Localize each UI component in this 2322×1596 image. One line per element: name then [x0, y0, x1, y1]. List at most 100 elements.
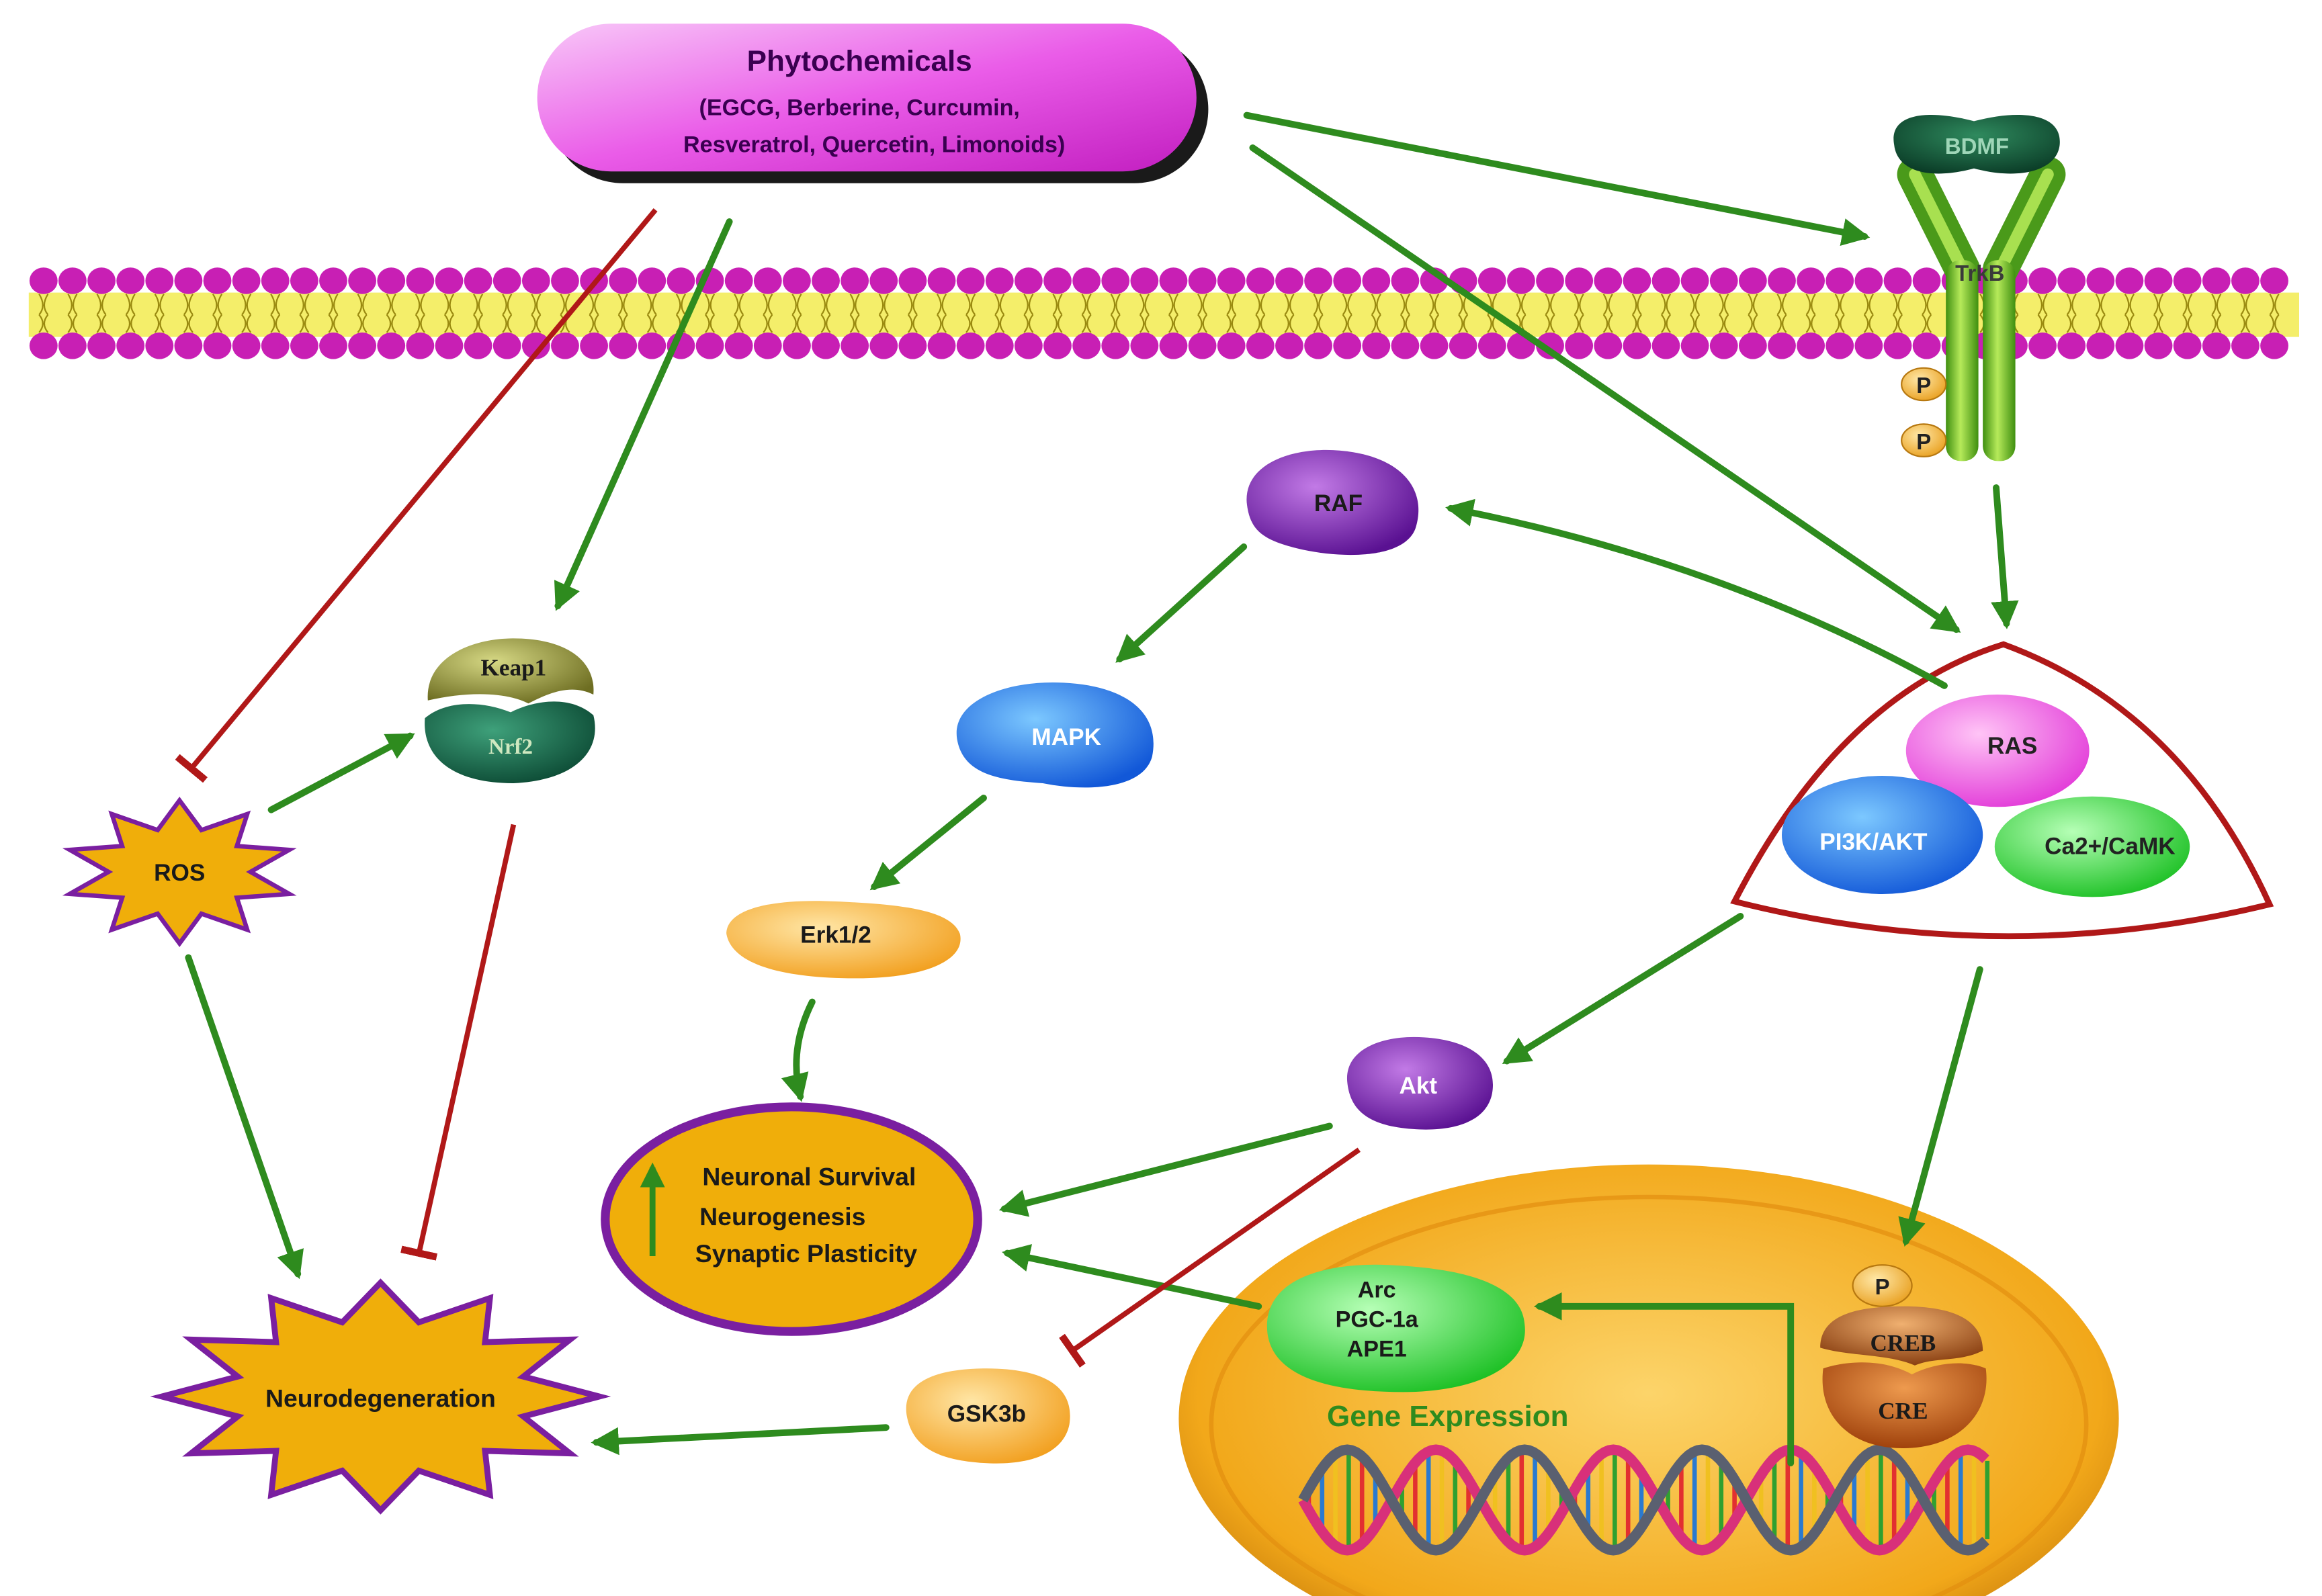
- raf-label: RAF: [1314, 490, 1363, 517]
- phospho-badge-trkb-1: P: [1901, 367, 1947, 402]
- membrane-head: [985, 332, 1014, 359]
- membrane-tail: [1922, 294, 1932, 333]
- membrane-head: [319, 267, 347, 294]
- membrane-head: [1333, 332, 1362, 359]
- arrow-erk-to-outcome: [781, 998, 816, 1102]
- dna-strand: [1298, 1444, 1989, 1556]
- membrane-tail: [125, 294, 136, 333]
- arrow-trkb-to-hub: [1991, 484, 2019, 629]
- outcome-ellipse: Neuronal Survival Neurogenesis Synaptic …: [601, 1102, 982, 1336]
- membrane-head: [1391, 267, 1420, 294]
- membrane-head: [232, 332, 261, 359]
- gsk3b-label: GSK3b: [947, 1401, 1026, 1427]
- membrane-head: [1797, 267, 1825, 294]
- cre-node: CRE: [1822, 1362, 1987, 1448]
- phospho-badge-creb: P: [1852, 1264, 1913, 1307]
- membrane-tail: [1719, 294, 1729, 333]
- membrane-head: [2115, 332, 2144, 359]
- membrane-head: [1825, 267, 1854, 294]
- membrane-tail: [589, 294, 599, 333]
- membrane-head: [1246, 267, 1275, 294]
- arrow-hub-to-akt: [1502, 913, 1744, 1065]
- membrane-head: [638, 267, 666, 294]
- membrane-head: [1159, 267, 1188, 294]
- membrane-head: [1680, 332, 1709, 359]
- membrane-head: [1391, 332, 1420, 359]
- membrane-head: [1854, 332, 1883, 359]
- membrane-tail: [299, 294, 310, 333]
- inhibit-phyto-ros: [175, 208, 658, 783]
- membrane-head: [2231, 267, 2260, 294]
- svg-text:P: P: [1916, 373, 1931, 398]
- outcome-neurogenesis: Neurogenesis: [699, 1202, 865, 1231]
- membrane-tail: [212, 294, 223, 333]
- membrane-head: [290, 332, 318, 359]
- gene-ape1: APE1: [1347, 1337, 1407, 1362]
- membrane-head: [724, 267, 753, 294]
- membrane-head: [1709, 332, 1738, 359]
- membrane-head: [319, 332, 347, 359]
- membrane-head: [232, 267, 261, 294]
- membrane-tail: [502, 294, 513, 333]
- membrane-tail: [443, 294, 455, 333]
- membrane-head: [841, 332, 869, 359]
- membrane-head: [2086, 267, 2115, 294]
- membrane-head: [1768, 267, 1796, 294]
- membrane-head: [2086, 332, 2115, 359]
- gsk3b-node: GSK3b: [906, 1368, 1070, 1464]
- membrane-head: [1507, 267, 1535, 294]
- membrane-tail: [2240, 294, 2251, 333]
- membrane-head: [521, 332, 550, 359]
- dna-strand: [1298, 1444, 1989, 1556]
- akt-label: Akt: [1399, 1073, 1437, 1099]
- gene-expression-label: Gene Expression: [1327, 1400, 1568, 1433]
- inhibition-lines: [175, 208, 1361, 1368]
- membrane-tail: [965, 294, 976, 333]
- membrane-head: [87, 267, 116, 294]
- membrane-head: [2202, 267, 2231, 294]
- arrow-phyto-to-trkb: [1243, 112, 1870, 246]
- membrane-head: [2057, 332, 2086, 359]
- arrow-creb-to-genes: [1533, 1292, 1795, 1466]
- membrane-head: [116, 267, 145, 294]
- membrane-head: [1101, 332, 1130, 359]
- svg-text:P: P: [1875, 1274, 1890, 1299]
- membrane-head: [1014, 332, 1043, 359]
- membrane-tail: [1892, 294, 1903, 333]
- membrane-tail: [1168, 294, 1179, 333]
- membrane-head: [1680, 267, 1709, 294]
- arrow-phyto-to-hub: [1249, 144, 1961, 633]
- membrane-head: [812, 332, 840, 359]
- outcome-synaptic-plasticity: Synaptic Plasticity: [695, 1239, 918, 1268]
- membrane-tail: [1139, 294, 1150, 333]
- membrane-tail: [1052, 294, 1063, 333]
- membrane-tail: [241, 294, 252, 333]
- phospho-badge-trkb-2: P: [1901, 423, 1947, 457]
- membrane-head: [145, 267, 174, 294]
- membrane-tail: [473, 294, 484, 333]
- raf-node: RAF: [1246, 449, 1419, 556]
- membrane-head: [869, 267, 898, 294]
- membrane-head: [1536, 267, 1564, 294]
- arrow-genes-to-outcome: [1002, 1244, 1262, 1310]
- membrane-tail: [560, 294, 570, 333]
- membrane-head: [1072, 267, 1101, 294]
- bdmf-label: BDMF: [1945, 134, 2009, 159]
- membrane-head: [783, 332, 811, 359]
- membrane-head: [551, 267, 579, 294]
- ras-label: RAS: [1987, 733, 2037, 759]
- membrane-tail: [357, 294, 368, 333]
- membrane-tail: [878, 294, 889, 333]
- membrane-head: [812, 267, 840, 294]
- membrane-tail: [2124, 294, 2135, 333]
- mapk-node: MAPK: [956, 682, 1154, 788]
- membrane-tail: [1602, 294, 1613, 333]
- neurodegeneration-burst: Neurodegeneration: [150, 1278, 611, 1515]
- membrane-head: [1362, 332, 1391, 359]
- membrane-head: [1217, 332, 1246, 359]
- membrane-tail: [675, 294, 686, 333]
- membrane-head: [2173, 332, 2202, 359]
- membrane-head: [1651, 267, 1680, 294]
- membrane-head: [2144, 267, 2173, 294]
- membrane-head: [551, 332, 579, 359]
